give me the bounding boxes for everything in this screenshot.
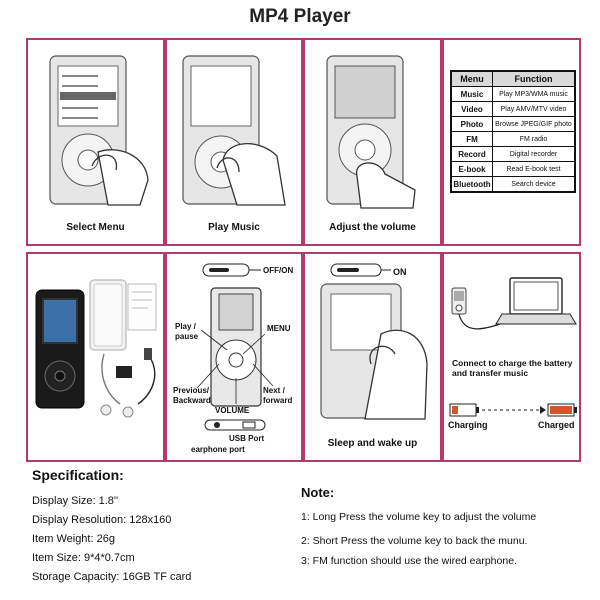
panel-charging: Connect to charge the battery and transf… [442, 252, 581, 462]
table-cell-menu: FM [450, 131, 493, 147]
label-menu: MENU [267, 324, 291, 333]
table-header-function: Function [492, 70, 576, 87]
player-play-music-illustration [182, 55, 286, 206]
table-cell-function: Search device [492, 176, 576, 193]
note-item: 1: Long Press the volume key to adjust t… [301, 511, 537, 523]
charge-instruction: Connect to charge the battery and transf… [452, 358, 573, 378]
label-off-on: OFF/ON [263, 266, 294, 275]
spec-item: Display Size: 1.8'' [32, 495, 119, 507]
package-contents-illustration [35, 279, 157, 418]
caption-select-menu: Select Menu [66, 222, 125, 233]
panel-select-menu: Select Menu [26, 38, 165, 246]
panel-button-layout: OFF/ON Play / pause MENU Previous/ Backw… [165, 252, 303, 462]
specification-heading: Specification: [32, 467, 124, 483]
label-charged: Charged [538, 420, 575, 430]
label-usb-port: USB Port [229, 434, 265, 443]
table-cell-menu: Video [450, 101, 493, 117]
label-earphone-port: earphone port [191, 445, 245, 454]
label-play-pause: Play / pause [175, 322, 199, 341]
player-sleep-wake-illustration [320, 263, 428, 420]
button-layout-illustration [196, 263, 274, 431]
panel-play-music: Play Music [165, 38, 303, 246]
table-cell-function: Browse JPEG/GIF photo [492, 116, 576, 132]
note-item: 2: Short Press the volume key to back th… [301, 535, 528, 547]
table-cell-menu: Photo [450, 116, 493, 132]
label-next: Next / forward [263, 386, 293, 405]
note-item: 3: FM function should use the wired earp… [301, 555, 517, 567]
player-adjust-volume-illustration [326, 55, 416, 209]
charging-illustration [449, 277, 577, 417]
caption-play-music: Play Music [208, 222, 260, 233]
page-title: MP4 Player [249, 6, 351, 27]
panel-package-contents [26, 252, 165, 462]
caption-adjust-volume: Adjust the volume [329, 222, 416, 233]
table-cell-menu: Record [450, 146, 493, 162]
table-cell-function: Play AMV/MTV video [492, 101, 576, 117]
caption-sleep-wake: Sleep and wake up [327, 438, 418, 449]
label-on: ON [393, 267, 407, 277]
label-charging: Charging [448, 420, 488, 430]
table-cell-function: Digital recorder [492, 146, 576, 162]
spec-item: Item Weight: 26g [32, 533, 115, 545]
panel-adjust-volume: Adjust the volume [303, 38, 442, 246]
spec-item: Storage Capacity: 16GB TF card [32, 571, 192, 583]
table-cell-function: FM radio [492, 131, 576, 147]
table-cell-menu: Bluetooth [450, 176, 493, 193]
spec-item: Item Size: 9*4*0.7cm [32, 552, 135, 564]
table-cell-menu: Music [450, 86, 493, 102]
table-cell-menu: E-book [450, 161, 493, 177]
player-select-menu-illustration [49, 55, 149, 206]
table-header-menu: Menu [450, 70, 493, 87]
panel-sleep-wake: ON Sleep and wake up [303, 252, 442, 462]
table-cell-function: Play MP3/WMA music [492, 86, 576, 102]
note-heading: Note: [301, 485, 335, 500]
table-header-row: Menu Function [450, 70, 576, 87]
label-previous: Previous/ Backward [173, 386, 211, 405]
spec-item: Display Resolution: 128x160 [32, 514, 172, 526]
label-volume: VOLUME [215, 406, 250, 415]
table-cell-function: Read E-book test [492, 161, 576, 177]
